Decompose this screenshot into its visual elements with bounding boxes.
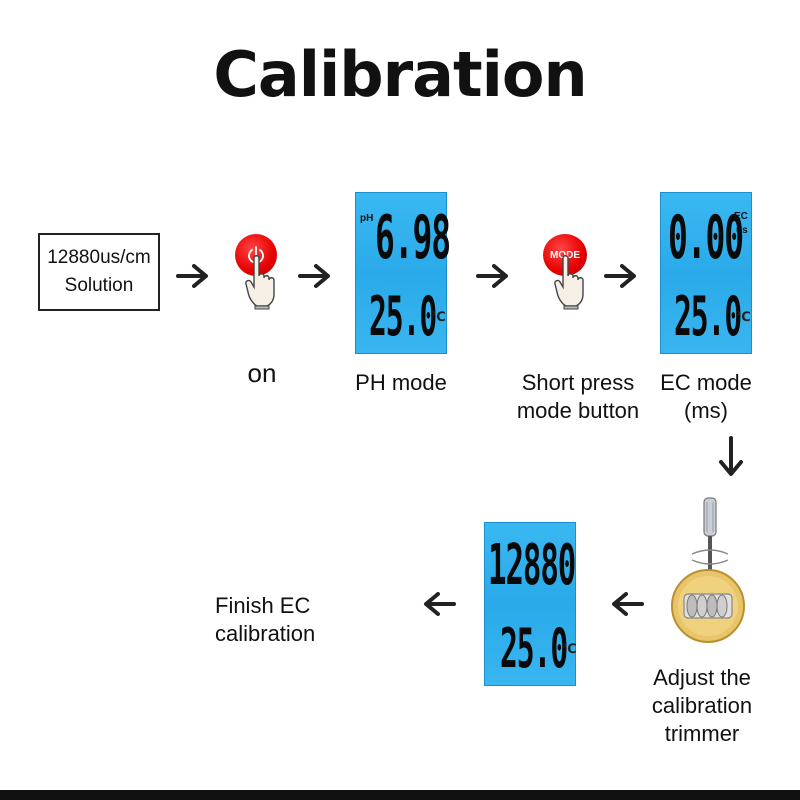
- final-temp-unit: ℃: [561, 641, 577, 656]
- ph-temperature: 25.0: [369, 285, 437, 348]
- adjust-label-line2: calibration: [651, 693, 753, 718]
- ph-value: 6.98: [375, 203, 451, 273]
- ph-tag: pH: [360, 213, 374, 224]
- solution-box: 12880us/cm Solution: [38, 233, 160, 311]
- ec-mode-label-line2: (ms): [684, 398, 728, 423]
- arrow-right-icon: [476, 264, 508, 288]
- ec-temperature: 25.0: [674, 285, 742, 348]
- hand-pointer-icon: [554, 255, 584, 310]
- ec-mode-display: 0.00 EC us 25.0 ℃: [660, 192, 752, 354]
- final-ec-display: 12880 25.0 ℃: [484, 522, 577, 686]
- final-ec-value: 12880: [488, 533, 576, 598]
- finish-label: Finish EC calibration: [215, 593, 316, 646]
- ec-mode-label: EC mode (ms): [646, 369, 766, 425]
- solution-concentration: 12880us/cm: [47, 247, 151, 268]
- final-temperature: 25.0: [500, 617, 568, 680]
- adjust-label-line3: trimmer: [664, 721, 740, 746]
- ec-tag: EC: [734, 211, 748, 222]
- arrow-right-icon: [298, 264, 330, 288]
- arrow-left-icon: [612, 592, 644, 616]
- arrow-left-icon: [424, 592, 456, 616]
- hand-pointer-icon: [245, 255, 275, 310]
- ec-temp-unit: ℃: [735, 309, 751, 324]
- arrow-right-icon: [176, 264, 208, 288]
- short-press-label-line2: mode button: [516, 398, 640, 423]
- ph-temp-unit: ℃: [430, 309, 446, 324]
- short-press-label-line1: Short press: [521, 370, 635, 395]
- calibration-trimmer-icon: [671, 497, 745, 643]
- us-tag: us: [736, 225, 748, 236]
- power-button-press: [234, 234, 286, 316]
- ec-value: 0.00: [668, 203, 744, 273]
- arrow-right-icon: [604, 264, 636, 288]
- adjust-trimmer-label: Adjust the calibration trimmer: [640, 664, 764, 748]
- page-title: Calibration: [213, 38, 587, 111]
- ph-mode-label: PH mode: [355, 370, 447, 395]
- on-label: on: [247, 358, 277, 388]
- short-press-label: Short press mode button: [508, 369, 648, 425]
- solution-label: Solution: [64, 275, 134, 296]
- arrow-down-icon: [719, 436, 743, 476]
- ec-mode-label-line1: EC mode: [660, 370, 752, 395]
- bottom-border: [0, 790, 800, 800]
- mode-button-press: MODE: [543, 234, 595, 316]
- adjust-label-line1: Adjust the: [653, 665, 751, 690]
- ph-mode-display: pH 6.98 25.0 ℃: [355, 192, 451, 354]
- mode-button-text: MODE: [550, 249, 580, 261]
